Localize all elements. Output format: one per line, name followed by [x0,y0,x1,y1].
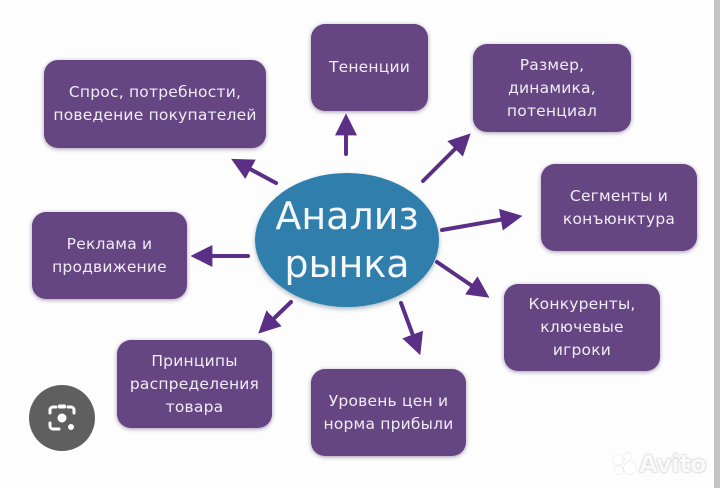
node-demand: Спрос, потребности, поведение покупателе… [44,60,266,148]
node-size: Размер, динамика, потенциал [473,44,631,132]
arrow-to-pricing [399,301,423,356]
node-distribution: Принципы распределения товара [117,340,272,428]
avito-logo-icon [612,452,638,476]
node-advertising: Реклама и продвижение [32,212,187,299]
avito-watermark: Avito [612,448,712,480]
node-trends: Тененции [311,24,428,111]
arrow-to-distribution [258,300,293,334]
arrow-to-demand [231,158,278,185]
google-lens-icon [48,404,76,431]
arrow-to-size [421,133,471,183]
center-title-line2: рынка [284,242,410,286]
center-title-line1: Анализ [275,194,419,238]
node-segments: Сегменты и конъюнктура [541,164,697,251]
arrow-to-segments [440,208,523,232]
center-node-market-analysis: Анализ рынка [255,173,439,307]
arrow-to-competitors [435,260,490,298]
avito-watermark-text: Avito [639,450,707,478]
node-pricing: Уровень цен и норма прибыли [311,369,466,456]
node-competitors: Конкуренты, ключевые игроки [504,284,660,371]
right-edge-divider [714,0,720,488]
google-lens-button[interactable] [29,385,95,451]
